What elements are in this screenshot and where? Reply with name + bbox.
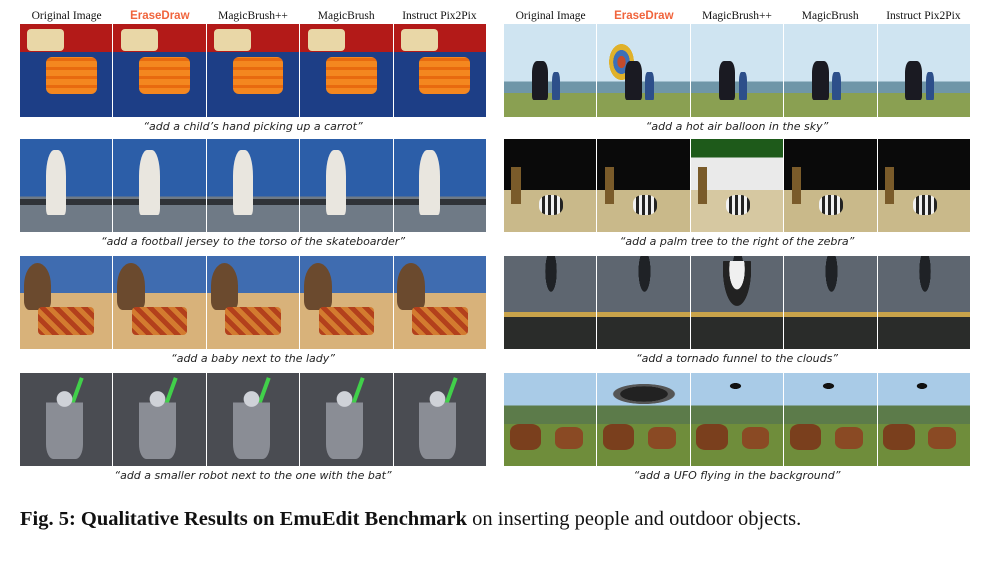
- col-magicbrush: MagicBrush: [317, 10, 375, 22]
- image-row-storm: [504, 256, 971, 349]
- ufo: [606, 382, 681, 407]
- image-instructpix2pix: [877, 256, 971, 349]
- image-erasedraw: [113, 256, 206, 349]
- image-magicbrush: [300, 256, 393, 349]
- image-magicbrush: [784, 256, 877, 349]
- col-original: Original Image: [31, 10, 102, 22]
- image-original: [20, 256, 113, 349]
- ufo: [727, 382, 743, 390]
- image-instructpix2pix: [393, 256, 487, 349]
- image-original: [504, 373, 597, 466]
- row-caption: “add a palm tree to the right of the zeb…: [619, 235, 855, 248]
- image-magicbrush-plus: [690, 256, 784, 349]
- image-row-skateboarder: [20, 139, 487, 232]
- row-caption: “add a hot air balloon in the sky”: [645, 120, 829, 133]
- image-original: [20, 24, 113, 117]
- row-caption: “add a UFO flying in the background”: [633, 469, 841, 482]
- image-row-cows: [504, 373, 971, 466]
- image-original: [504, 24, 597, 117]
- right-column-headers: Original Image EraseDraw MagicBrush++ Ma…: [504, 8, 970, 24]
- image-row-beach-kite: [504, 24, 971, 117]
- col-instructpix2pix: Instruct Pix2Pix: [402, 10, 477, 22]
- image-magicbrush: [300, 373, 393, 466]
- figure-text: on inserting people and outdoor objects.: [472, 508, 802, 530]
- ufo: [821, 382, 836, 390]
- image-instructpix2pix: [393, 24, 487, 117]
- row-caption: “add a football jersey to the torso of t…: [100, 235, 406, 248]
- row-caption: “add a tornado funnel to the clouds”: [635, 352, 839, 365]
- image-erasedraw: [597, 139, 690, 232]
- image-erasedraw: [113, 373, 206, 466]
- col-instructpix2pix: Instruct Pix2Pix: [886, 10, 961, 22]
- image-instructpix2pix: [393, 139, 487, 232]
- image-row-kitchen: [20, 256, 487, 349]
- figure-caption: Fig. 5: Qualitative Results on EmuEdit B…: [20, 506, 975, 533]
- image-magicbrush-plus: [206, 256, 300, 349]
- image-magicbrush: [784, 24, 877, 117]
- image-magicbrush: [300, 139, 393, 232]
- hot-air-balloon: [606, 40, 637, 83]
- image-magicbrush-plus: [690, 139, 784, 232]
- image-instructpix2pix: [877, 373, 971, 466]
- image-original: [504, 256, 597, 349]
- image-instructpix2pix: [877, 24, 971, 117]
- image-magicbrush-plus: [206, 24, 300, 117]
- left-column-headers: Original Image EraseDraw MagicBrush++ Ma…: [20, 8, 486, 24]
- tornado-funnel: [718, 260, 756, 317]
- image-row-zebra: [504, 139, 971, 232]
- row-caption: “add a baby next to the lady”: [171, 352, 335, 365]
- image-magicbrush-plus: [690, 24, 784, 117]
- figure-title: Qualitative Results on EmuEdit Benchmark: [80, 508, 468, 530]
- col-magicbrush-plus: MagicBrush++: [218, 10, 288, 22]
- col-magicbrush-plus: MagicBrush++: [702, 10, 772, 22]
- image-erasedraw: [597, 256, 690, 349]
- col-erasedraw: EraseDraw: [614, 10, 674, 22]
- image-magicbrush: [784, 139, 877, 232]
- image-original: [20, 139, 113, 232]
- col-original: Original Image: [515, 10, 586, 22]
- col-magicbrush: MagicBrush: [801, 10, 859, 22]
- row-caption: “add a smaller robot next to the one wit…: [114, 469, 392, 482]
- image-magicbrush: [300, 24, 393, 117]
- image-magicbrush-plus: [206, 139, 300, 232]
- image-erasedraw: [113, 139, 206, 232]
- image-magicbrush-plus: [206, 373, 300, 466]
- image-instructpix2pix: [877, 139, 971, 232]
- image-magicbrush-plus: [690, 373, 784, 466]
- image-original: [504, 139, 597, 232]
- image-erasedraw: [113, 24, 206, 117]
- image-instructpix2pix: [393, 373, 487, 466]
- image-original: [20, 373, 113, 466]
- image-row-robot: [20, 373, 487, 466]
- image-erasedraw: [597, 24, 690, 117]
- ufo: [914, 382, 930, 390]
- col-erasedraw: EraseDraw: [130, 10, 190, 22]
- row-caption: “add a child’s hand picking up a carrot”: [143, 120, 363, 133]
- image-row-lunchbox: [20, 24, 487, 117]
- figure-label: Fig. 5:: [20, 508, 76, 530]
- image-erasedraw: [597, 373, 690, 466]
- image-magicbrush: [784, 373, 877, 466]
